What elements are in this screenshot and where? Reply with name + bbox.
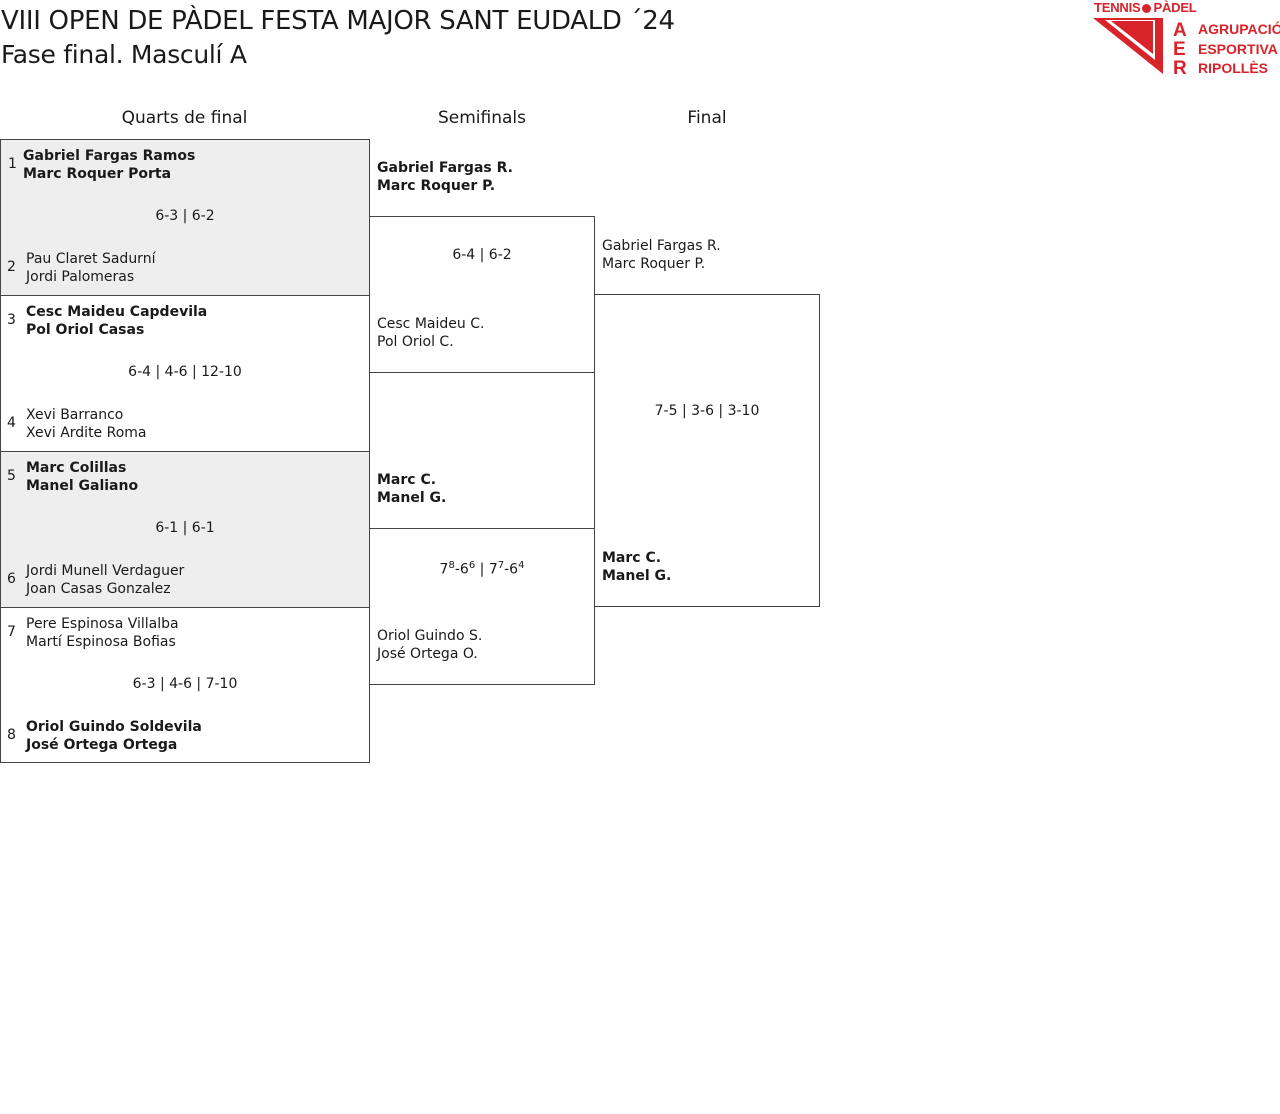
qf4-score: 6-3 | 4-6 | 7-10 [132, 676, 238, 692]
player-name: Pere Espinosa Villalba [26, 616, 179, 632]
player-name: Cesc Maideu C. [377, 316, 485, 332]
seed-number: 2 [7, 259, 16, 275]
score-games: 6 [459, 561, 469, 578]
quarterfinal-match-1 [0, 139, 370, 296]
qf3-team-top: Marc Colillas Manel Galiano [26, 459, 138, 495]
qf2-score: 6-4 | 4-6 | 12-10 [128, 364, 242, 380]
logo-padel-text: PÀDEL [1153, 0, 1197, 15]
qf2-team-top: Cesc Maideu Capdevila Pol Oriol Casas [26, 303, 207, 339]
logo-top-text: TENNIS PÀDEL [1094, 0, 1197, 15]
logo-letter-e: E [1173, 39, 1186, 60]
ball-icon [1142, 4, 1152, 13]
player-name: Pau Claret Sadurní [26, 251, 156, 267]
final-match [594, 294, 820, 607]
logo-org-line: AGRUPACIÓ [1198, 21, 1280, 37]
qf4-team-top: Pere Espinosa Villalba Martí Espinosa Bo… [26, 615, 179, 651]
score-games: 6 [509, 561, 519, 578]
seed-number: 5 [7, 468, 16, 484]
round-header-semis: Semifinals [437, 108, 526, 128]
seed-number: 1 [8, 156, 17, 172]
player-name: Pol Oriol C. [377, 334, 454, 350]
player-name: Manel G. [602, 568, 672, 584]
player-name: Marc Roquer Porta [23, 166, 172, 182]
player-name: Cesc Maideu Capdevila [26, 304, 208, 320]
player-name: Oriol Guindo S. [377, 628, 483, 644]
logo-letter-a: A [1173, 20, 1187, 41]
qf1-score: 6-3 | 6-2 [155, 208, 215, 224]
player-name: Gabriel Fargas R. [377, 160, 513, 176]
player-name: Xevi Barranco [26, 407, 124, 423]
page-subtitle: Fase final. Masculí A [1, 40, 247, 69]
sf2-team-bottom: Oriol Guindo S. José Ortega O. [377, 627, 482, 663]
player-name: José Ortega Ortega [26, 737, 178, 753]
aer-logo-icon: A E R [1093, 18, 1187, 78]
qf3-score: 6-1 | 6-1 [155, 520, 215, 536]
final-team-bottom: Marc C. Manel G. [602, 549, 671, 585]
page-title: VIII OPEN DE PÀDEL FESTA MAJOR SANT EUDA… [1, 6, 675, 36]
score-tiebreak: 7 [497, 560, 505, 571]
sf1-team-top: Gabriel Fargas R. Marc Roquer P. [377, 159, 513, 195]
sf2-score: 78-66 | 77-64 [439, 560, 525, 578]
player-name: Joan Casas Gonzalez [26, 581, 171, 597]
player-name: Marc C. [602, 550, 662, 566]
logo-tennis-text: TENNIS [1094, 0, 1141, 15]
seed-number: 3 [7, 312, 16, 328]
seed-number: 8 [7, 727, 16, 743]
player-name: Gabriel Fargas R. [602, 238, 721, 254]
score-games: 7 [439, 561, 449, 578]
score-tiebreak: 8 [448, 560, 455, 571]
round-header-final: Final [687, 108, 727, 128]
qf1-team-top: Gabriel Fargas Ramos Marc Roquer Porta [23, 147, 195, 183]
quarterfinal-match-4 [0, 607, 370, 763]
score-tiebreak: 4 [518, 560, 525, 571]
final-team-top: Gabriel Fargas R. Marc Roquer P. [602, 237, 721, 273]
logo-org-line: ESPORTIVA [1198, 40, 1278, 57]
player-name: Martí Espinosa Bofias [26, 634, 176, 650]
player-name: Pol Oriol Casas [26, 322, 145, 338]
logo-org-name: AGRUPACIÓ ESPORTIVA RIPOLLÈS [1198, 20, 1280, 79]
player-name: Marc Roquer P. [602, 256, 706, 272]
logo-org-line: RIPOLLÈS [1198, 60, 1269, 76]
logo-letter-r: R [1173, 58, 1187, 78]
qf1-team-bottom: Pau Claret Sadurní Jordi Palomeras [26, 250, 155, 286]
round-header-quarters: Quarts de final [121, 108, 248, 128]
score-separator: | [475, 561, 489, 578]
player-name: Jordi Palomeras [26, 269, 135, 285]
player-name: Xevi Ardite Roma [26, 425, 147, 441]
final-score: 7-5 | 3-6 | 3-10 [654, 403, 760, 419]
qf4-team-bottom: Oriol Guindo Soldevila José Ortega Orteg… [26, 718, 202, 754]
sf1-team-bottom: Cesc Maideu C. Pol Oriol C. [377, 315, 484, 351]
player-name: Gabriel Fargas Ramos [23, 148, 196, 164]
player-name: Marc C. [377, 472, 437, 488]
player-name: Marc Roquer P. [377, 178, 496, 194]
sf2-team-top: Marc C. Manel G. [377, 471, 446, 507]
player-name: Manel G. [377, 490, 447, 506]
seed-number: 6 [7, 571, 16, 587]
sf1-score: 6-4 | 6-2 [452, 247, 512, 263]
player-name: Manel Galiano [26, 478, 139, 494]
player-name: Jordi Munell Verdaguer [26, 563, 185, 579]
qf3-team-bottom: Jordi Munell Verdaguer Joan Casas Gonzal… [26, 562, 184, 598]
seed-number: 4 [7, 415, 16, 431]
seed-number: 7 [7, 624, 16, 640]
qf2-team-bottom: Xevi Barranco Xevi Ardite Roma [26, 406, 147, 442]
player-name: Marc Colillas [26, 460, 127, 476]
player-name: Oriol Guindo Soldevila [26, 719, 202, 735]
player-name: José Ortega O. [377, 646, 478, 662]
score-games: 7 [488, 561, 498, 578]
score-tiebreak: 6 [468, 560, 476, 571]
